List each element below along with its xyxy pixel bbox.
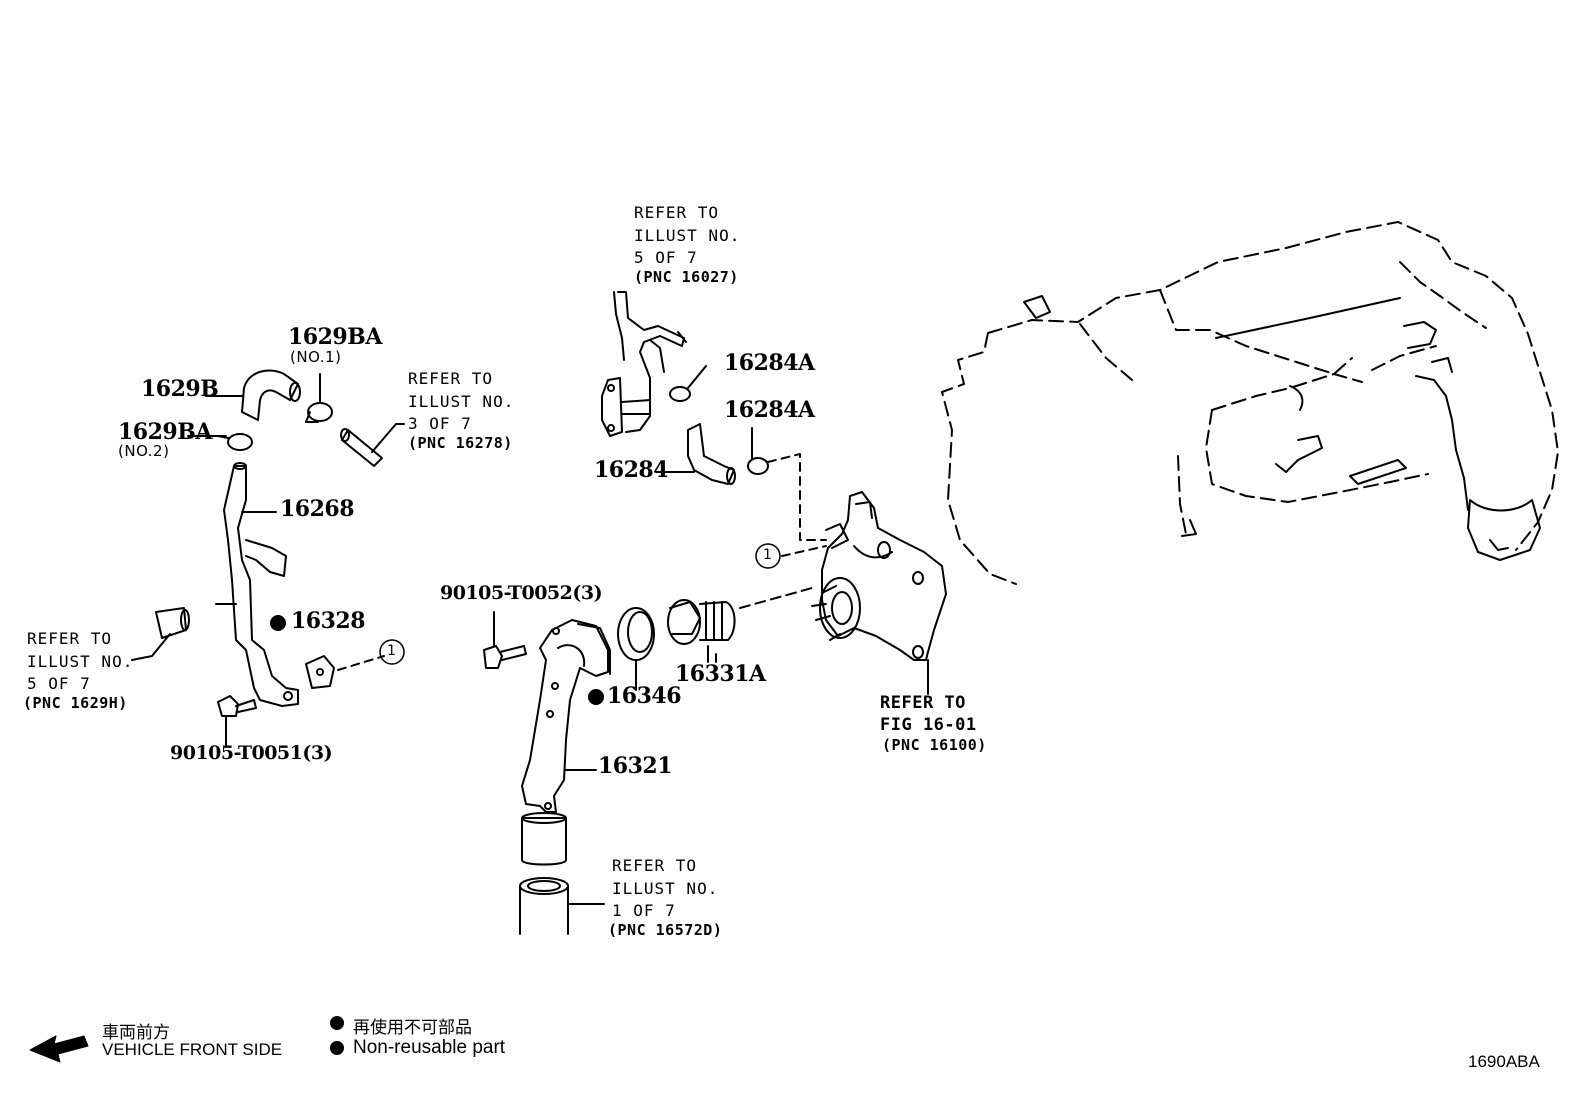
ref-16572D-line1: REFER TO: [612, 856, 698, 875]
callout-circle-left: [379, 639, 405, 665]
ref-note-16027: REFER TO ILLUST NO. 5 OF 7 (PNC 16027): [634, 202, 740, 285]
ref-16278-line3: 3 OF 7: [408, 414, 472, 433]
label-1629BA-no1: 1629BA: [288, 324, 382, 350]
label-16284A-lower: 16284A: [724, 397, 815, 423]
ref-note-16572D: REFER TO ILLUST NO. 1 OF 7 (PNC 16572D): [608, 855, 722, 938]
ref-16572D-pnc: (PNC 16572D): [608, 920, 723, 939]
callout-leader-right: [781, 545, 827, 557]
ref-16572D-line3: 1 OF 7: [612, 901, 676, 920]
ref-note-16278: REFER TO ILLUST NO. 3 OF 7 (PNC 16278): [408, 368, 514, 451]
ref-16572D-line2: ILLUST NO.: [612, 878, 719, 898]
ref-16100-line1: REFER TO: [880, 693, 966, 713]
label-1629BA-no2: 1629BA: [118, 419, 212, 445]
pipe-16572D: [519, 877, 605, 935]
label-16284A-upper: 16284A: [724, 350, 815, 376]
legend-nonreuse-jp: 再使用不可部品: [353, 1018, 472, 1037]
ref-1629H-line1: REFER TO: [27, 629, 113, 648]
ref-1629H-pnc: (PNC 1629H): [23, 693, 128, 712]
callout-circle-right: [755, 543, 781, 569]
ref-note-16100: REFER TO FIG 16-01 (PNC 16100): [880, 692, 987, 753]
callout-number-left: 1: [387, 643, 397, 659]
ref-16100-line2: FIG 16-01: [880, 715, 977, 735]
label-90105-T0051: 90105-T0051(3): [170, 742, 333, 764]
legend-dot-icon-1: [330, 1016, 344, 1030]
ref-16100-pnc: (PNC 16100): [882, 736, 987, 754]
ref-note-1629H: REFER TO ILLUST NO. 5 OF 7 (PNC 1629H): [23, 628, 134, 711]
label-90105-T0052: 90105-T0052(3): [440, 582, 603, 604]
ref-16027-pnc: (PNC 16027): [634, 267, 739, 286]
callout-number-right: 1: [763, 547, 773, 563]
ref-16027-line3: 5 OF 7: [634, 248, 698, 267]
water-pump-16100: [811, 491, 947, 695]
figure-code: 1690ABA: [1468, 1052, 1540, 1071]
label-16328: 16328: [291, 608, 366, 634]
ref-16027-line1: REFER TO: [634, 203, 720, 222]
ref-16278-line1: REFER TO: [408, 369, 494, 388]
hose-1629B: [205, 369, 301, 421]
label-1629BA-no1-sub: (NO.1): [290, 348, 342, 366]
label-1629BA-no2-sub: (NO.2): [118, 442, 170, 460]
label-16321: 16321: [598, 753, 673, 779]
engine-block-phantom: [941, 221, 1559, 585]
ref-16027-line2: ILLUST NO.: [634, 225, 741, 245]
label-1629B: 1629B: [141, 376, 219, 402]
engine-block-details: [1023, 295, 1541, 561]
label-16268: 16268: [280, 496, 355, 522]
ref-16278-pnc: (PNC 16278): [408, 433, 513, 452]
ref-1629H-line2: ILLUST NO.: [27, 651, 134, 671]
ref-1629H-line3: 5 OF 7: [27, 674, 91, 693]
gasket-16346: [617, 607, 655, 691]
legend-dot-icon-2: [330, 1041, 344, 1055]
ref-16278-line2: ILLUST NO.: [408, 391, 515, 411]
vehicle-front-arrow-icon: [29, 1035, 89, 1063]
clamp-16284A-lower: [747, 427, 827, 541]
hose-16284: [655, 423, 736, 485]
label-16284: 16284: [594, 457, 669, 483]
bolt-90105-T0051: [217, 695, 257, 747]
non-reusable-dot-16328: [270, 615, 286, 631]
hose-1629H: [131, 607, 190, 661]
thermostat-16331A: [667, 587, 813, 663]
bolt-90105-T0052: [483, 611, 527, 669]
clamp-1629BA-no2: [187, 433, 253, 451]
clamp-16284A-upper: [669, 365, 707, 402]
legend-front-jp: 車両前方: [102, 1023, 170, 1042]
hose-16278: [340, 423, 405, 467]
label-16346: 16346: [607, 683, 682, 709]
pipe-16027: [601, 291, 687, 437]
clamp-1629BA-no1: [305, 373, 333, 423]
label-16331A: 16331A: [675, 661, 766, 687]
clip-16328: [305, 655, 385, 689]
legend-nonreuse-en: Non-reusable part: [353, 1037, 506, 1058]
water-inlet-16321: [521, 619, 611, 866]
legend-front-en: VEHICLE FRONT SIDE: [102, 1040, 283, 1059]
non-reusable-dot-16346: [588, 689, 604, 705]
